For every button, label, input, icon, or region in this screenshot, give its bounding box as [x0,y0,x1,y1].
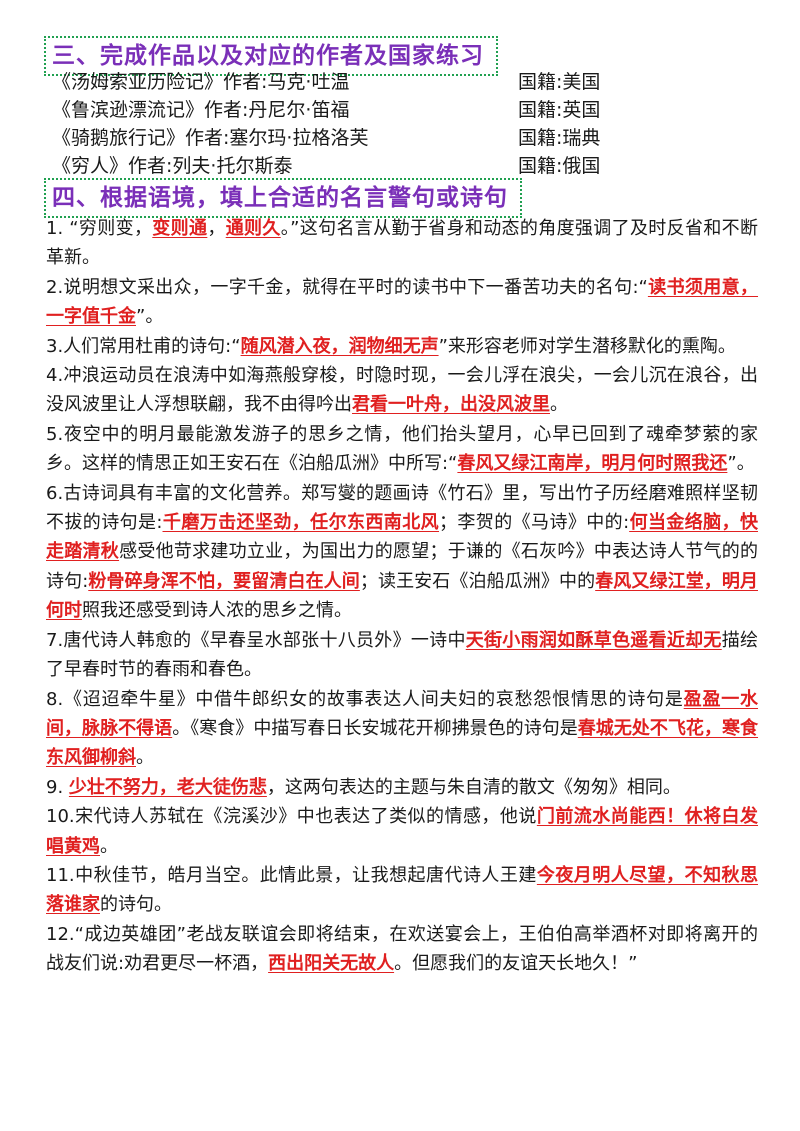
prompt-text: ”。 [136,306,164,328]
fill-in-item: 2.说明想文采出众，一字千金，就得在平时的读书中下一番苦功夫的名句:“读书须用意… [46,273,758,332]
prompt-text: 10.宋代诗人苏轼在《浣溪沙》中也表达了类似的情感，他说 [46,806,537,828]
section-3-heading: 三、完成作品以及对应的作者及国家练习 [44,36,498,76]
prompt-text: 4.冲浪运动员在浪涛中如海燕般穿梭，时隐时现，一会儿浮在浪尖，一会儿沉在浪谷，出… [46,365,758,416]
answer-text: 少壮不努力，老大徒伤悲 [68,776,267,798]
prompt-text: 。《寒食》中描写春日长安城花开柳拂景色的诗句是 [172,717,578,739]
answer-text: 千磨万击还坚劲，任尔东西南北风 [162,512,440,534]
prompt-text: 描绘了早春时节的春雨和春色。 [46,629,759,681]
prompt-text: 。 [550,394,568,416]
prompt-text: ”。 [727,453,755,475]
prompt-text: 5.夜空中的明月最能激发游子的思乡之情，他们抬头望月，心早已回到了魂牵梦萦的家乡… [46,423,758,475]
answer-text: 君看一叶舟，出没风波里 [352,394,550,416]
prompt-text: ；读王安石《泊船瓜洲》中的 [359,570,596,592]
work-author: 《鲁滨逊漂流记》作者:丹尼尔·笛福 [52,99,350,121]
answer-text: 今夜月明人尽望，不知秋思落谁家 [46,864,759,916]
work-nationality: 国籍:瑞典 [518,127,601,149]
prompt-text: 。但愿我们的友谊天长地久！” [394,953,638,975]
fill-in-item: 11.中秋佳节，皓月当空。此情此景，让我想起唐代诗人王建今夜月明人尽望，不知秋思… [46,861,758,920]
fill-in-item: 9. 少壮不努力，老大徒伤悲，这两句表达的主题与朱自清的散文《匆匆》相同。 [46,773,758,802]
prompt-text: ”来形容老师对学生潜移默化的熏陶。 [438,335,736,357]
fill-in-item: 10.宋代诗人苏轼在《浣溪沙》中也表达了类似的情感，他说门前流水尚能西！休将白发… [46,802,758,861]
answer-text: 春风又绿江南岸，明月何时照我还 [457,453,728,475]
prompt-text: 12.“成边英雄团”老战友联谊会即将结束，在欢送宴会上，王伯伯高举酒杯对即将离开… [46,923,758,975]
fill-in-item: 4.冲浪运动员在浪涛中如海燕般穿梭，时隐时现，一会儿浮在浪尖，一会儿沉在浪谷，出… [46,361,758,420]
prompt-text: 7.唐代诗人韩愈的《早春呈水部张十八员外》一诗中 [46,629,466,651]
answer-text: 门前流水尚能西！休将白发唱黄鸡 [46,806,759,857]
fill-in-items: 1. “穷则变，变则通，通则久。”这句名言从勤于省身和动态的角度强调了及时反省和… [46,214,758,979]
prompt-text: 。 [136,747,154,769]
work-row: 《穷人》作者:列夫·托尔斯泰 国籍:俄国 [52,152,752,180]
answer-text: 盈盈一水间，脉脉不得语 [46,688,759,739]
work-nationality: 国籍:俄国 [518,155,601,177]
prompt-text: 2.说明想文采出众，一字千金，就得在平时的读书中下一番苦功夫的名句:“ [46,276,648,298]
answer-text: 粉骨碎身浑不怕，要留清白在人间 [88,570,360,592]
answer-text: 春风又绿江堂，明月何时 [46,570,758,622]
work-author: 《穷人》作者:列夫·托尔斯泰 [52,155,293,177]
work-nationality: 国籍:英国 [518,99,601,121]
answer-text: 何当金络脑，快走踏清秋 [46,512,758,563]
fill-in-item: 12.“成边英雄团”老战友联谊会即将结束，在欢送宴会上，王伯伯高举酒杯对即将离开… [46,920,758,979]
prompt-text: ， [207,218,226,239]
answer-text: 读书须用意，一字值千金 [46,276,759,328]
work-author: 《骑鹅旅行记》作者:塞尔玛·拉格洛芙 [52,127,369,149]
prompt-text: 照我还感受到诗人浓的思乡之情。 [82,600,352,622]
work-row: 《汤姆索亚历险记》作者:马克·吐温 国籍:美国 [52,68,752,96]
prompt-text: ，这两句表达的主题与朱自清的散文《匆匆》相同。 [266,776,681,798]
work-nationality: 国籍:美国 [518,71,601,93]
prompt-text: 8.《迢迢牵牛星》中借牛郎织女的故事表达人间夫妇的哀愁怨恨情思的诗句是 [46,688,684,710]
section-4-heading: 四、根据语境，填上合适的名言警句或诗句 [44,178,522,218]
prompt-text: 3.人们常用杜甫的诗句:“ [46,335,241,357]
work-author: 《汤姆索亚历险记》作者:马克·吐温 [52,71,350,93]
answer-text: 天街小雨润如酥草色遥看近却无 [465,629,722,651]
prompt-text: 1. “穷则变， [46,218,153,239]
prompt-text: 6.古诗词具有丰富的文化营养。郑写燮的题画诗《竹石》里，写出竹子历经磨难照样坚韧… [46,482,758,534]
prompt-text: ；李贺的《马诗》中的: [439,512,630,534]
fill-in-item: 7.唐代诗人韩愈的《早春呈水部张十八员外》一诗中天街小雨润如酥草色遥看近却无描绘… [46,626,758,685]
fill-in-item: 1. “穷则变，变则通，通则久。”这句名言从勤于省身和动态的角度强调了及时反省和… [46,214,758,273]
prompt-text: 的诗句。 [100,894,172,916]
works-list: 《汤姆索亚历险记》作者:马克·吐温国籍:美国《鲁滨逊漂流记》作者:丹尼尔·笛福国… [52,68,752,180]
prompt-text: 。”这句名言从勤于省身和动态的角度强调了及时反省和不断革新。 [46,218,759,269]
answer-text: 随风潜入夜，润物细无声 [240,335,439,357]
fill-in-item: 3.人们常用杜甫的诗句:“随风潜入夜，润物细无声”来形容老师对学生潜移默化的熏陶… [46,332,758,361]
fill-in-item: 8.《迢迢牵牛星》中借牛郎织女的故事表达人间夫妇的哀愁怨恨情思的诗句是盈盈一水间… [46,685,758,773]
answer-text: 变则通 [152,218,208,239]
answer-text: 通则久 [225,218,281,239]
prompt-text: 感受他苛求建功立业，为国出力的愿望；于谦的《石灰吟》中表达诗人节气的的诗句: [46,541,759,592]
prompt-text: 9. [46,776,69,798]
work-row: 《鲁滨逊漂流记》作者:丹尼尔·笛福 国籍:英国 [52,96,752,124]
answer-text: 春城无处不飞花，寒食东风御柳斜 [46,717,759,769]
prompt-text: 11.中秋佳节，皓月当空。此情此景，让我想起唐代诗人王建 [46,864,537,886]
answer-text: 西出阳关无故人 [268,953,395,975]
fill-in-item: 5.夜空中的明月最能激发游子的思乡之情，他们抬头望月，心早已回到了魂牵梦萦的家乡… [46,420,758,479]
fill-in-item: 6.古诗词具有丰富的文化营养。郑写燮的题画诗《竹石》里，写出竹子历经磨难照样坚韧… [46,479,758,626]
prompt-text: 。 [100,835,118,857]
work-row: 《骑鹅旅行记》作者:塞尔玛·拉格洛芙 国籍:瑞典 [52,124,752,152]
